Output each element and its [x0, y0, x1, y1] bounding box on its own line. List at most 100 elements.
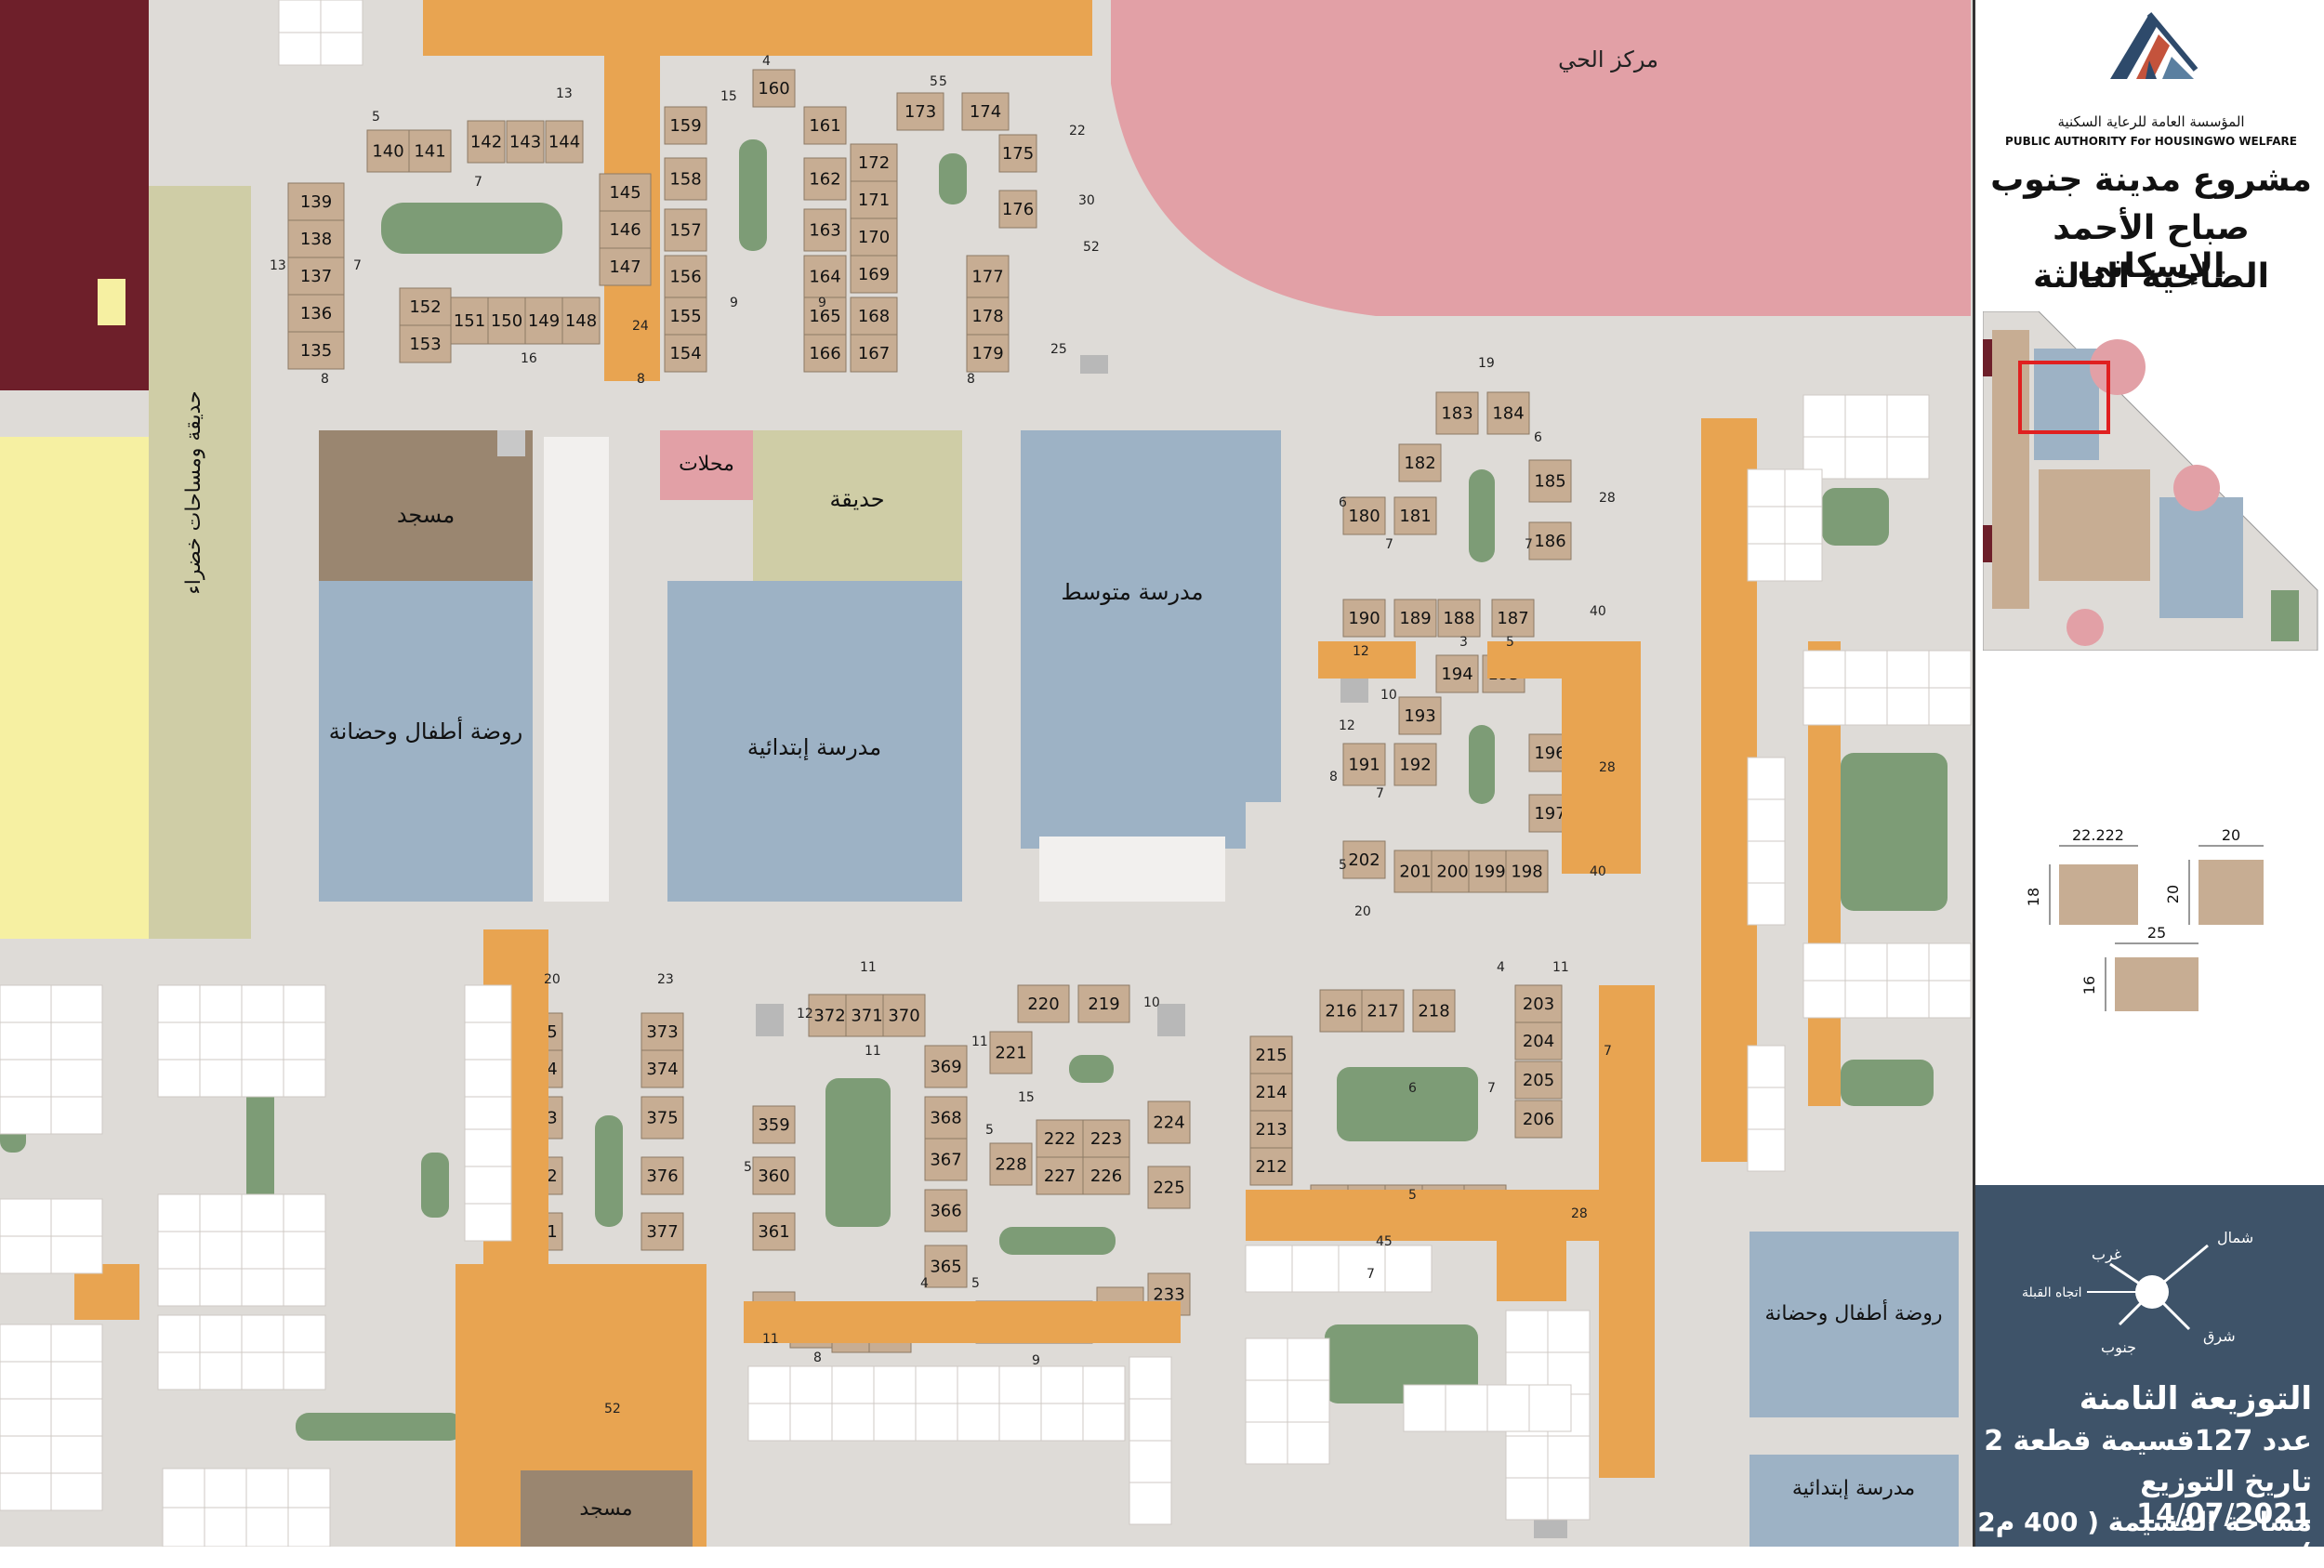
- plot-219[interactable]: [1077, 984, 1130, 1023]
- plot-137[interactable]: [287, 257, 345, 296]
- plot-359[interactable]: [752, 1105, 796, 1144]
- plot-372[interactable]: [808, 994, 852, 1037]
- empty-plot: [162, 1507, 205, 1547]
- plot-187[interactable]: [1491, 599, 1535, 638]
- plot-205[interactable]: [1514, 1061, 1563, 1100]
- plot-144[interactable]: [545, 120, 584, 164]
- plot-166[interactable]: [803, 334, 847, 373]
- plot-140[interactable]: [366, 129, 410, 173]
- plot-171[interactable]: [850, 180, 898, 219]
- plot-201[interactable]: [1393, 850, 1437, 893]
- plot-377[interactable]: [640, 1212, 684, 1251]
- plot-376[interactable]: [640, 1156, 684, 1195]
- plot-189[interactable]: [1393, 599, 1437, 638]
- plot-367[interactable]: [924, 1138, 968, 1181]
- plot-373[interactable]: [640, 1012, 684, 1051]
- plot-227[interactable]: [1036, 1156, 1084, 1195]
- plot-157[interactable]: [664, 208, 707, 252]
- plot-203[interactable]: [1514, 984, 1563, 1023]
- plot-188[interactable]: [1437, 599, 1481, 638]
- mosque-bottom: [521, 1470, 693, 1547]
- plot-172[interactable]: [850, 143, 898, 182]
- plot-225[interactable]: [1147, 1166, 1191, 1209]
- plot-152[interactable]: [399, 287, 452, 326]
- plot-141[interactable]: [408, 129, 452, 173]
- plot-216[interactable]: [1319, 989, 1363, 1033]
- plot-164[interactable]: [803, 255, 847, 298]
- empty-plot: [1928, 650, 1972, 689]
- plot-190[interactable]: [1342, 599, 1386, 638]
- plot-222[interactable]: [1036, 1119, 1084, 1158]
- plot-218[interactable]: [1412, 989, 1456, 1033]
- plot-228[interactable]: [989, 1142, 1033, 1186]
- plot-182[interactable]: [1398, 443, 1442, 482]
- plot-181[interactable]: [1393, 496, 1437, 535]
- plot-139[interactable]: [287, 182, 345, 221]
- plot-370[interactable]: [882, 994, 926, 1037]
- plot-191[interactable]: [1342, 743, 1386, 786]
- plot-375[interactable]: [640, 1096, 684, 1140]
- plot-185[interactable]: [1528, 459, 1572, 503]
- plot-366[interactable]: [924, 1189, 968, 1232]
- plot-200[interactable]: [1431, 850, 1474, 893]
- plot-173[interactable]: [896, 92, 944, 131]
- plot-213[interactable]: [1249, 1110, 1293, 1149]
- plot-153[interactable]: [399, 324, 452, 363]
- plot-202[interactable]: [1342, 840, 1386, 879]
- plot-142[interactable]: [467, 120, 506, 164]
- plot-224[interactable]: [1147, 1100, 1191, 1144]
- plot-179[interactable]: [966, 334, 1010, 373]
- plot-221[interactable]: [989, 1031, 1033, 1074]
- plot-368[interactable]: [924, 1096, 968, 1140]
- green-pocket-3: [939, 153, 967, 204]
- plot-146[interactable]: [599, 210, 652, 249]
- plot-180[interactable]: [1342, 496, 1386, 535]
- plot-136[interactable]: [287, 294, 345, 333]
- plot-151[interactable]: [450, 296, 489, 345]
- plot-160[interactable]: [752, 69, 796, 108]
- plot-214[interactable]: [1249, 1073, 1293, 1112]
- plot-163[interactable]: [803, 208, 847, 252]
- plot-206[interactable]: [1514, 1100, 1563, 1139]
- plot-215[interactable]: [1249, 1035, 1293, 1074]
- plot-161[interactable]: [803, 106, 847, 145]
- plot-154[interactable]: [664, 334, 707, 373]
- plot-204[interactable]: [1514, 1021, 1563, 1061]
- plot-198[interactable]: [1505, 850, 1549, 893]
- plot-175[interactable]: [998, 134, 1037, 173]
- plot-192[interactable]: [1393, 743, 1437, 786]
- plot-186[interactable]: [1528, 521, 1572, 560]
- plot-223[interactable]: [1082, 1119, 1130, 1158]
- plot-150[interactable]: [487, 296, 526, 345]
- plot-217[interactable]: [1361, 989, 1405, 1033]
- plot-193[interactable]: [1398, 696, 1442, 735]
- plot-365[interactable]: [924, 1245, 968, 1288]
- plot-165[interactable]: [803, 296, 847, 336]
- plot-145[interactable]: [599, 173, 652, 212]
- plot-135[interactable]: [287, 331, 345, 370]
- plot-158[interactable]: [664, 157, 707, 201]
- plot-148[interactable]: [561, 296, 601, 345]
- plot-374[interactable]: [640, 1049, 684, 1088]
- plot-194[interactable]: [1435, 654, 1479, 693]
- plot-183[interactable]: [1435, 391, 1479, 435]
- plot-162[interactable]: [803, 157, 847, 201]
- plot-226[interactable]: [1082, 1156, 1130, 1195]
- plot-138[interactable]: [287, 219, 345, 258]
- empty-plot: [283, 1314, 326, 1353]
- plot-369[interactable]: [924, 1045, 968, 1088]
- plot-178[interactable]: [966, 296, 1010, 336]
- plot-159[interactable]: [664, 106, 707, 145]
- plot-220[interactable]: [1017, 984, 1070, 1023]
- plot-167[interactable]: [850, 334, 898, 373]
- plot-360[interactable]: [752, 1156, 796, 1195]
- plot-174[interactable]: [961, 92, 1010, 131]
- plot-199[interactable]: [1468, 850, 1512, 893]
- plot-147[interactable]: [599, 247, 652, 286]
- plot-176[interactable]: [998, 190, 1037, 229]
- plot-143[interactable]: [506, 120, 545, 164]
- plot-361[interactable]: [752, 1212, 796, 1251]
- plot-184[interactable]: [1486, 391, 1530, 435]
- plot-212[interactable]: [1249, 1147, 1293, 1186]
- plot-169[interactable]: [850, 255, 898, 294]
